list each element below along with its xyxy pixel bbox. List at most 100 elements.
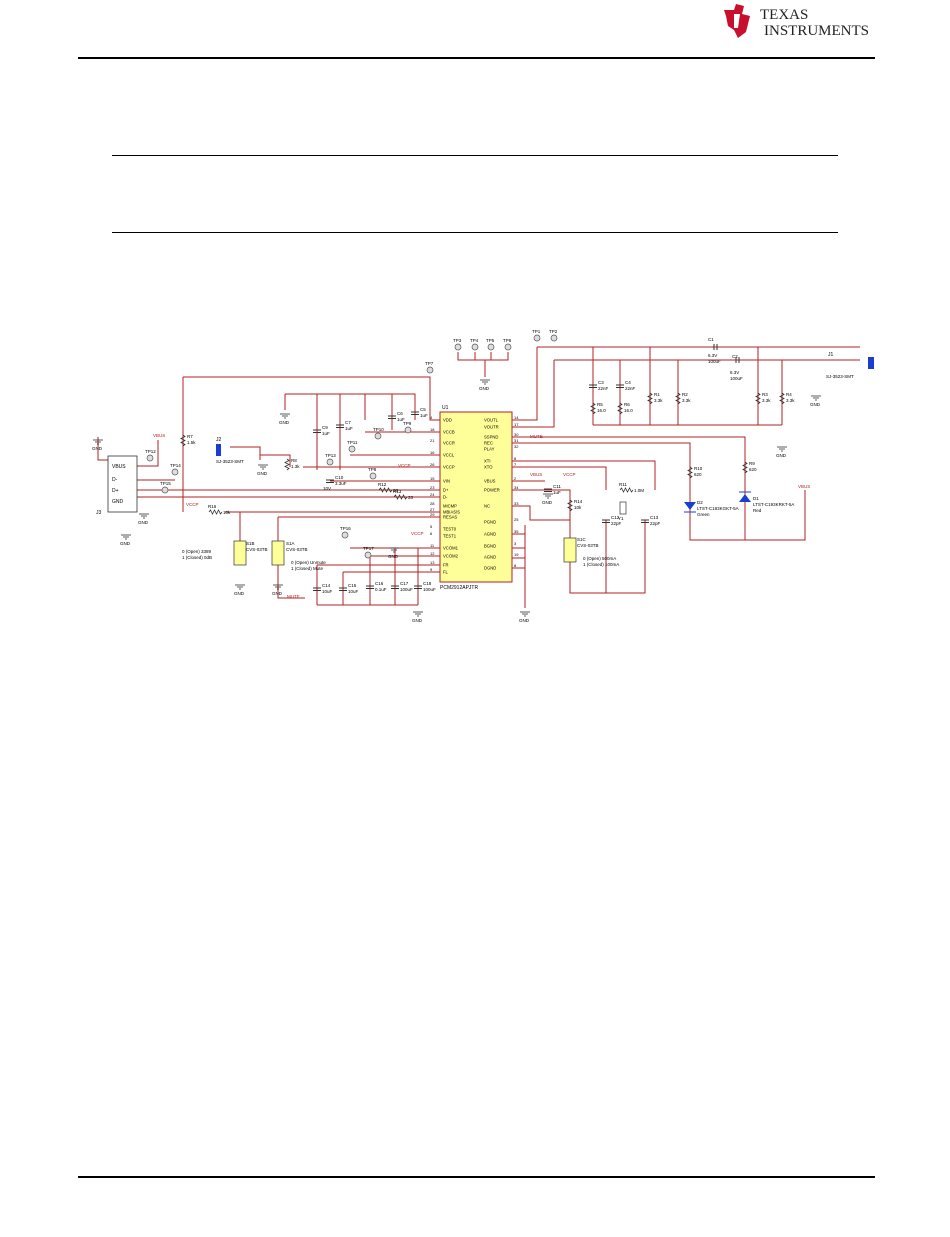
net-label-vccp: VCCP (563, 472, 576, 477)
resistor-label-r4: R4 (786, 392, 792, 397)
resistor-value-r2: 3.3k (682, 398, 691, 403)
capacitor-value-c11: 1uF (553, 490, 561, 495)
ic-pin-number: 31 (514, 438, 519, 443)
test-point-tp9 (404, 426, 412, 434)
led-part-d1: LTST-C193KRKT-5A (753, 502, 794, 507)
led-d1-icon (739, 494, 751, 502)
ground-label: GND (92, 446, 103, 451)
ic-pin-name: NC (484, 504, 490, 509)
ti-logo: TEXAS INSTRUMENTS (724, 4, 869, 39)
led-label-d1: D1 (753, 496, 759, 501)
ic-pin-name: FL (443, 570, 449, 575)
resistor-r9 (742, 461, 748, 474)
ic-pin-number: 17 (514, 422, 519, 427)
capacitor-value-c6: 1uF (397, 417, 405, 422)
resistor-label-r1: R1 (654, 392, 660, 397)
ic-pin-number: 25 (514, 517, 519, 522)
capacitor-label-c3: C3 (598, 380, 604, 385)
ground-label: GND (272, 591, 283, 596)
switch-label-s1b: S1B (246, 541, 255, 546)
test-point-label-tp7: TP7 (425, 361, 434, 366)
ground-label: GND (542, 500, 553, 505)
ic-pin-number: 7 (514, 462, 517, 467)
resistor-value-r10: 620 (694, 472, 702, 477)
capacitor-value-c7: 1uF (345, 426, 353, 431)
resistor-value-r11: 1.0M (634, 488, 644, 493)
ic-pin-number: 16 (430, 450, 435, 455)
test-point-label-tp14: TP14 (170, 463, 181, 468)
test-point-label-tp12: TP12 (145, 449, 156, 454)
switch-note-s1c: 1 (Closed) 100mA (583, 562, 619, 567)
jack-j1 (868, 357, 874, 369)
ic-pin-name: VCOM2 (443, 554, 459, 559)
ic-pin-name: SSPND (484, 435, 498, 440)
ic-pin-name: XTO (484, 465, 493, 470)
switch-part-s1a: CVS-03TB (286, 547, 308, 552)
switch-part-s1b: CVS-03TB (246, 547, 268, 552)
j3-gnd-label: GND (112, 499, 124, 505)
ground-label: GND (234, 591, 245, 596)
capacitor-label-c13: C13 (650, 515, 659, 520)
ground-label: GND (279, 420, 290, 425)
capacitor-label-c10: C10 (335, 475, 344, 480)
resistor-r7 (180, 434, 186, 447)
resistor-value-r4: 3.3k (786, 398, 795, 403)
test-point-label-tp3: TP3 (453, 338, 462, 343)
capacitor-label-c9: C9 (322, 425, 328, 430)
ground-label: GND (810, 402, 821, 407)
ic-pin-number: 4 (430, 415, 433, 420)
ic-u1 (439, 411, 513, 583)
ic-pin-name: VIN (443, 479, 450, 484)
switch-note-s1c: 0 (Open) 500mA (583, 556, 616, 561)
net-label-vccp: VCCP (186, 502, 199, 507)
ic-pin-number: 24 (430, 492, 435, 497)
capacitor-value-c5: 1uF (420, 413, 428, 418)
component-symbols (93, 334, 821, 617)
test-point-label-tp5: TP5 (486, 338, 495, 343)
ground-label: GND (257, 471, 268, 476)
ic-pin-name: DGND (484, 566, 496, 571)
ground-label: GND (120, 541, 131, 546)
resistor-r11 (619, 487, 634, 493)
ic-pin-number: 5 (430, 524, 433, 529)
resistor-label-r12: R12 (378, 482, 387, 487)
ic-pin-name: PGND (484, 520, 496, 525)
ic-pin-number: 35 (514, 529, 519, 534)
test-point-tp17 (364, 551, 372, 559)
resistor-label-r16: R16 (208, 504, 217, 509)
test-point-tp15 (161, 486, 169, 494)
resistor-value-r5: 16.0 (597, 408, 606, 413)
ic-pin-number: 18 (430, 427, 435, 432)
resistor-r2 (675, 392, 681, 405)
capacitor-value-c9: 1uF (322, 431, 330, 436)
jack-j2 (216, 444, 221, 456)
ic-pin-number: 8 (514, 456, 517, 461)
ic-pin-number: 15 (430, 476, 435, 481)
resistor-value-r13: 33 (408, 495, 414, 500)
ic-pin-name: MICMP (443, 504, 457, 509)
test-point-label-tp17: TP17 (363, 546, 374, 551)
resistor-value-r6: 16.0 (624, 408, 633, 413)
capacitor-value-c10: 3.3uF (335, 481, 347, 486)
capacitor-label-c15: C15 (348, 583, 357, 588)
ic-pin-number: 6 (430, 531, 433, 536)
ic-right-pins: 14VOUTL17VOUTR30SSPND31REC32PLAY8XTI7XTO… (484, 415, 519, 571)
ground-label: GND (138, 520, 149, 525)
ic-pin-number: 23 (430, 485, 435, 490)
resistor-value-r7: 1.5k (187, 440, 196, 445)
test-point-label-tp1: TP1 (532, 329, 541, 334)
test-point-tp1 (533, 334, 541, 342)
ic-pin-number: 14 (514, 415, 519, 420)
switch-s1b (233, 540, 247, 566)
switch-s1c (563, 537, 577, 563)
test-point-tp12 (146, 454, 154, 462)
resistor-label-r8: R8 (291, 458, 297, 463)
resistor-r4 (779, 392, 785, 405)
ic-pin-number: 28 (430, 501, 435, 506)
resistor-label-r2: R2 (682, 392, 688, 397)
capacitor-value-c3: 22nF (598, 386, 609, 391)
capacitor-label-c6: C6 (397, 411, 403, 416)
test-point-tp3 (454, 343, 462, 351)
ic-pin-name: VCCL (443, 453, 455, 458)
led-label-d2: D2 (697, 500, 703, 505)
